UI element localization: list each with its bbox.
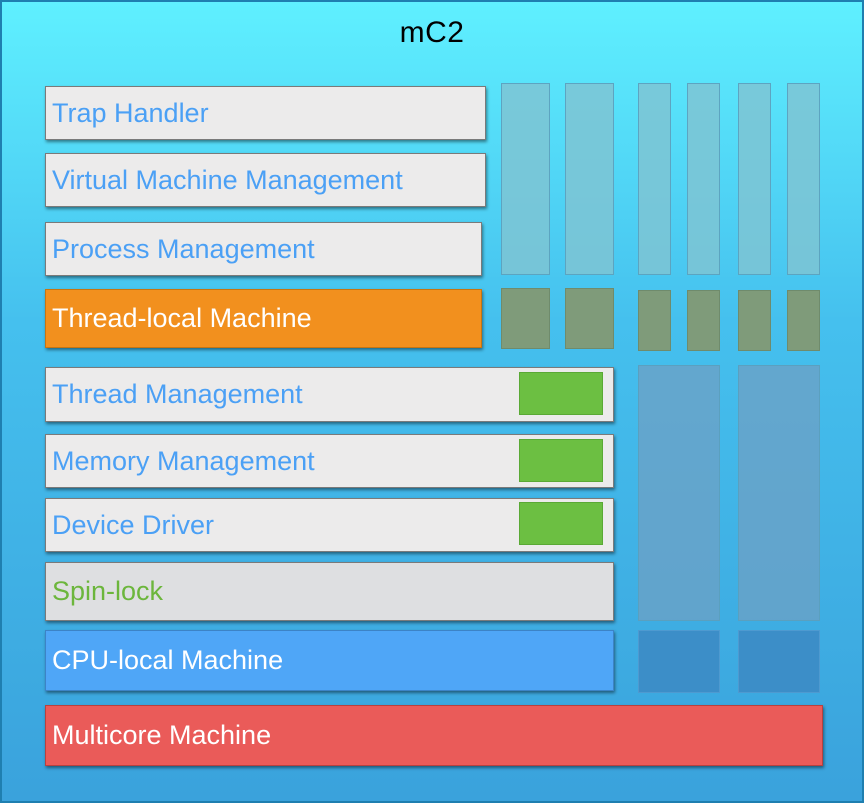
thread-local-block <box>638 290 671 351</box>
thread-column <box>738 83 771 275</box>
cpu-local-block <box>638 630 720 693</box>
cpu-local-block <box>738 630 820 693</box>
cpu-column <box>638 365 720 621</box>
diagram-title: mC2 <box>399 16 465 49</box>
layer-spin-lock: Spin-lock <box>45 562 614 621</box>
thread-column <box>787 83 820 275</box>
thread-management-marker <box>519 372 603 415</box>
thread-local-block <box>687 290 720 351</box>
thread-local-block <box>787 290 820 351</box>
layer-cpu-local-machine: CPU-local Machine <box>45 630 614 691</box>
layer-vm-management: Virtual Machine Management <box>45 153 486 207</box>
layer-trap-handler: Trap Handler <box>45 86 486 140</box>
memory-management-marker <box>519 439 603 482</box>
thread-column <box>565 83 614 275</box>
layer-process-management: Process Management <box>45 222 482 276</box>
layer-multicore-machine: Multicore Machine <box>45 705 823 766</box>
cpu-column <box>738 365 820 621</box>
thread-column <box>638 83 671 275</box>
device-driver-marker <box>519 502 603 545</box>
thread-local-block <box>738 290 771 351</box>
thread-column <box>501 83 550 275</box>
thread-local-block <box>501 288 550 349</box>
thread-column <box>687 83 720 275</box>
thread-local-block <box>565 288 614 349</box>
layer-thread-local-machine: Thread-local Machine <box>45 289 482 348</box>
